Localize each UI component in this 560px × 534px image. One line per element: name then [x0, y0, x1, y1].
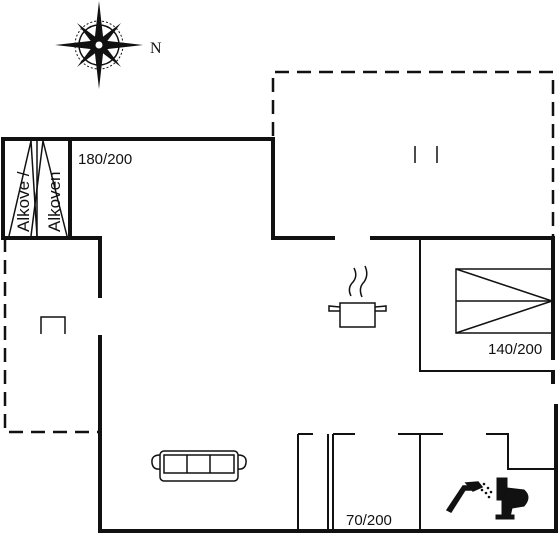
cooking-pot-icon — [328, 265, 387, 328]
bed-size-180-200: 180/200 — [78, 151, 132, 168]
bed-icon — [455, 268, 553, 334]
table-icon — [40, 316, 66, 334]
bed-size-70-200: 70/200 — [346, 512, 392, 529]
sofa-icon — [151, 450, 247, 482]
bed-size-140-200: 140/200 — [488, 341, 542, 358]
terrace-chairs — [414, 146, 438, 163]
compass-north-label: N — [150, 40, 162, 57]
toilet-icon — [495, 477, 529, 520]
shower-icon — [445, 481, 493, 513]
terrace-outline — [271, 70, 555, 236]
interior-walls — [297, 240, 554, 531]
compass-rose-icon — [55, 1, 143, 89]
alcove-bed-icon — [8, 140, 68, 237]
alcove-label-line1: Alkove / — [14, 171, 33, 232]
left-terrace-outline — [3, 238, 100, 434]
walls — [1, 137, 558, 533]
alcove-label-line2: Alkoven — [45, 172, 64, 232]
